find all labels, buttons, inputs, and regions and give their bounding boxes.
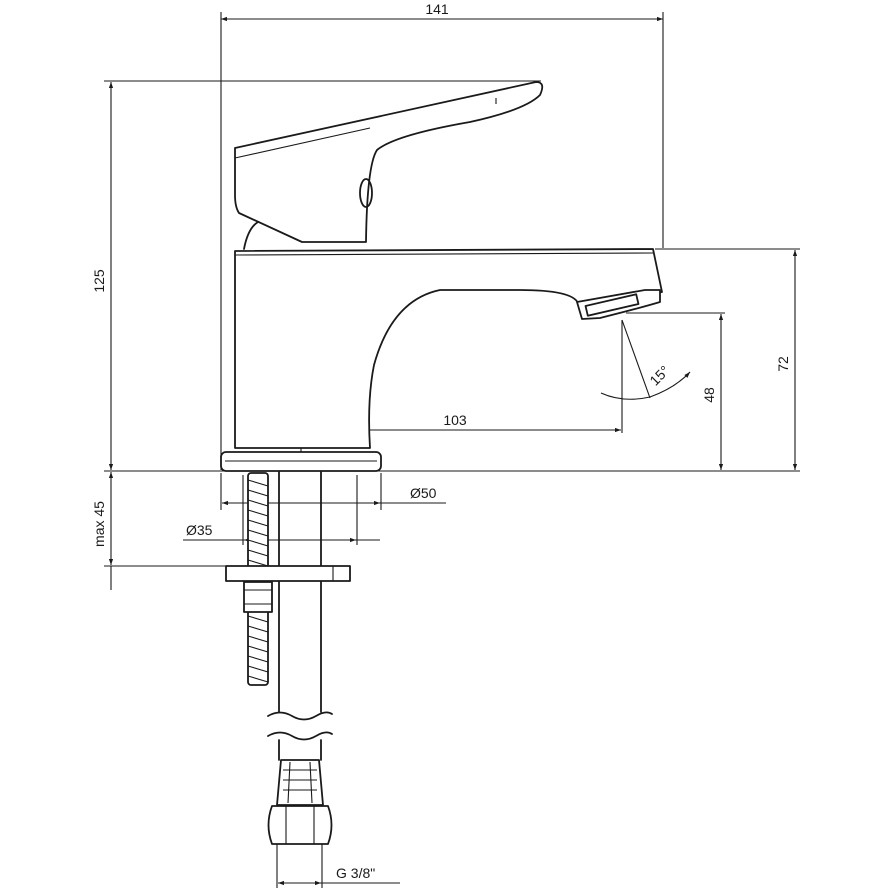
dim-reach-label: 103 (443, 412, 467, 428)
extension-lines (104, 12, 800, 567)
dimension-lines (108, 16, 798, 888)
aerator-cap (584, 293, 640, 317)
hose-ferrule (276, 759, 324, 806)
dim-width-label: 141 (425, 1, 449, 17)
hex-connector (267, 805, 333, 845)
dim-max-thickness-label: max 45 (91, 501, 107, 547)
dim-height-label: 125 (91, 269, 107, 293)
clamp-plate (225, 565, 351, 582)
dim-angle-label: 15° (646, 362, 672, 388)
dim-base-diameter-label: Ø50 (410, 485, 437, 501)
dim-spout-height-label: 72 (775, 356, 791, 372)
dim-outlet-height-label: 48 (701, 387, 717, 403)
faucet-body (220, 81, 663, 472)
dim-hole-diameter-label: Ø35 (186, 522, 213, 538)
lever-pin (359, 178, 373, 208)
mounting-assembly (225, 471, 351, 845)
dimension-labels: 141 125 max 45 72 48 103 15° Ø50 Ø35 G 3… (91, 1, 791, 881)
dim-angle-arc (600, 392, 651, 400)
nut (243, 581, 273, 613)
dim-thread-label: G 3/8" (336, 865, 375, 881)
lever-handle (234, 81, 544, 243)
